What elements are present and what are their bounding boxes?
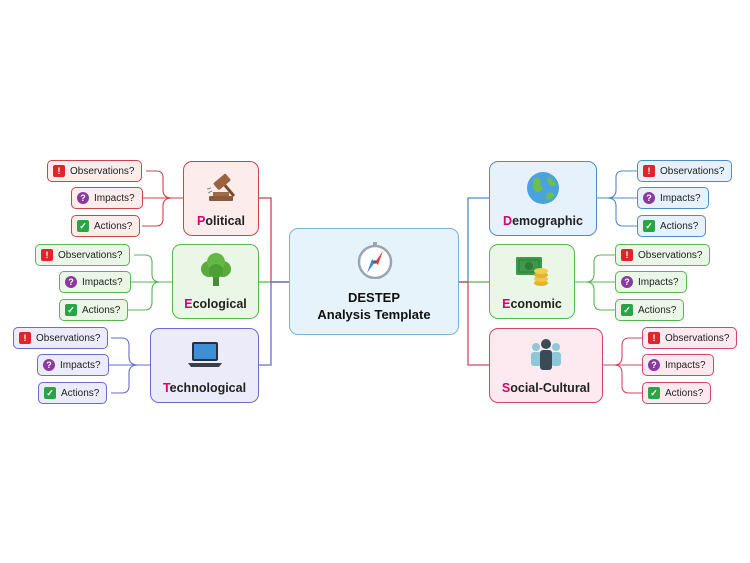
topic-ecological[interactable]: Ecological	[172, 244, 259, 319]
checkmark-icon: ✓	[77, 220, 89, 232]
topic-technological-label: Technological	[162, 381, 247, 395]
topic-ecological-label: Ecological	[184, 297, 247, 311]
ecological-observations[interactable]: !Observations?	[35, 244, 131, 266]
question-icon: ?	[621, 276, 633, 288]
checkmark-icon: ✓	[44, 387, 56, 399]
economic-observations[interactable]: !Observations?	[615, 244, 711, 266]
question-icon: ?	[65, 276, 77, 288]
demographic-impacts[interactable]: ?Impacts?	[637, 187, 709, 209]
political-observations[interactable]: !Observations?	[47, 160, 143, 182]
exclamation-icon: !	[41, 249, 53, 261]
exclamation-icon: !	[643, 165, 655, 177]
central-title-line1: DESTEP	[347, 290, 400, 305]
topic-demographic-label: Demographic	[503, 214, 583, 228]
topic-social-cultural-label: Social-Cultural	[501, 381, 591, 395]
technological-impacts[interactable]: ?Impacts?	[37, 354, 109, 376]
demographic-observations[interactable]: !Observations?	[637, 160, 733, 182]
question-icon: ?	[648, 359, 660, 371]
economic-impacts[interactable]: ?Impacts?	[615, 271, 687, 293]
exclamation-icon: !	[648, 332, 660, 344]
people-icon	[531, 339, 561, 370]
topic-demographic[interactable]: Demographic	[489, 161, 597, 236]
checkmark-icon: ✓	[621, 304, 633, 316]
topic-political-label: Political	[197, 214, 245, 228]
question-icon: ?	[43, 359, 55, 371]
political-impacts[interactable]: ?Impacts?	[71, 187, 143, 209]
central-topic[interactable]: DESTEP Analysis Template	[289, 228, 459, 335]
compass-icon	[357, 242, 393, 279]
gavel-icon	[206, 173, 236, 201]
question-icon: ?	[77, 192, 89, 204]
exclamation-icon: !	[621, 249, 633, 261]
economic-actions[interactable]: ✓Actions?	[615, 299, 685, 321]
technological-observations[interactable]: !Observations?	[13, 327, 109, 349]
topic-economic[interactable]: Economic	[489, 244, 575, 319]
money-icon	[516, 257, 548, 286]
globe-icon	[527, 172, 559, 204]
ecological-impacts[interactable]: ?Impacts?	[59, 271, 131, 293]
topic-social-cultural[interactable]: Social-Cultural	[489, 328, 603, 403]
social-actions[interactable]: ✓Actions?	[642, 382, 712, 404]
laptop-icon	[187, 342, 222, 367]
demographic-actions[interactable]: ✓Actions?	[637, 215, 707, 237]
exclamation-icon: !	[19, 332, 31, 344]
topic-political[interactable]: Political	[183, 161, 259, 236]
tree-icon	[200, 253, 231, 286]
question-icon: ?	[643, 192, 655, 204]
checkmark-icon: ✓	[643, 220, 655, 232]
topic-economic-label: Economic	[502, 297, 562, 311]
central-title-line2: Analysis Template	[317, 307, 431, 322]
social-observations[interactable]: !Observations?	[642, 327, 738, 349]
exclamation-icon: !	[53, 165, 65, 177]
topic-technological[interactable]: Technological	[150, 328, 259, 403]
social-impacts[interactable]: ?Impacts?	[642, 354, 714, 376]
technological-actions[interactable]: ✓Actions?	[38, 382, 108, 404]
ecological-actions[interactable]: ✓Actions?	[59, 299, 129, 321]
checkmark-icon: ✓	[65, 304, 77, 316]
political-actions[interactable]: ✓Actions?	[71, 215, 141, 237]
checkmark-icon: ✓	[648, 387, 660, 399]
